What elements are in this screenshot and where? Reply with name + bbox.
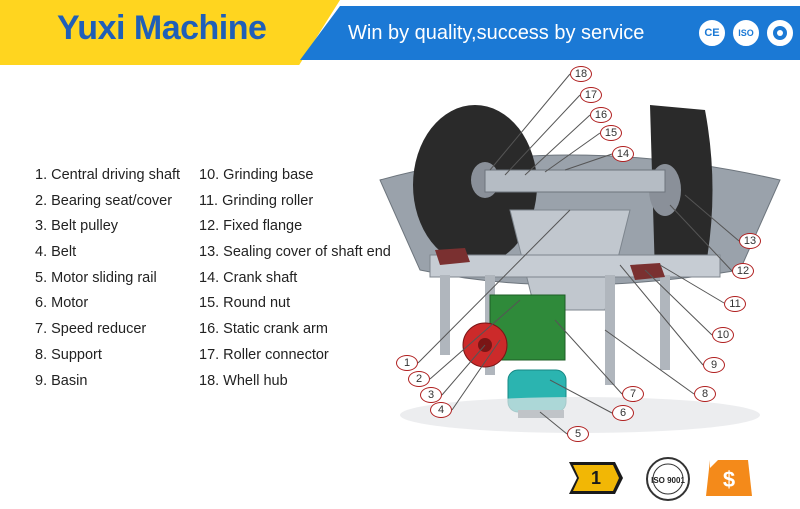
legend-item: 5. Motor sliding rail [35,269,157,286]
callout-3: 3 [420,387,442,403]
dollar-sign: $ [723,467,735,492]
callout-11: 11 [724,296,746,312]
callout-14: 14 [612,146,634,162]
warranty-number: 1 [591,468,601,488]
legend-item: 2. Bearing seat/cover [35,192,173,209]
legend-item: 12. Fixed flange [199,218,303,235]
legend-item: 4. Belt [35,244,77,261]
callout-13: 13 [739,233,761,249]
brand-title: Yuxi Machine [57,9,267,47]
legend-item: 6. Motor [35,295,89,312]
callout-8: 8 [694,386,716,402]
callout-4: 4 [430,402,452,418]
support-frame-shape [429,254,721,278]
legend-item: 10. Grinding base [199,167,314,183]
callout-7: 7 [622,386,644,402]
callout-10: 10 [712,327,734,343]
legend-item: 1. Central driving shaft [35,167,181,183]
support-leg [605,275,615,385]
iso9001-text: ISO 9001 [651,476,685,485]
parts-legend-left: 1. Central driving shaft 2. Bearing seat… [35,165,180,396]
support-leg [440,275,450,355]
legend-item: 18. Whell hub [199,372,288,389]
callout-5: 5 [567,426,589,442]
price-tag-dollar-icon: $ [704,456,754,507]
legend-item: 11. Grinding roller [199,192,314,209]
callout-15: 15 [600,125,622,141]
iso9001-cqc-seal-icon: ISO 9001 [640,456,696,507]
quality-seal-icon [765,18,795,48]
legend-item: 8. Support [35,346,102,363]
iso-icon: ISO [731,18,761,48]
pulley-hub-shape [478,338,492,352]
ce-mark-icon: CE [697,18,727,48]
grinding-base-pad [435,248,470,265]
parts-legend-right: 10. Grinding base 11. Grinding roller 12… [199,165,391,396]
slogan-text: Win by quality,success by service [348,22,645,44]
callout-18: 18 [570,66,592,82]
warranty-badge-icon: 1 [565,456,627,505]
callout-17: 17 [580,87,602,103]
legend-item: 17. Roller connector [199,346,329,363]
brand-banner [0,0,340,65]
callout-16: 16 [590,107,612,123]
callout-2: 2 [408,371,430,387]
legend-item: 9. Basin [35,372,88,389]
legend-item: 14. Crank shaft [199,269,298,286]
callout-6: 6 [612,405,634,421]
support-leg [660,275,670,370]
legend-item: 16. Static crank arm [199,321,328,338]
callout-9: 9 [703,357,725,373]
header-bar: Yuxi Machine Win by quality,success by s… [0,0,800,65]
crank-shaft-shape [484,169,666,193]
legend-item: 7. Speed reducer [35,321,147,338]
legend-item: 15. Round nut [199,295,291,312]
callout-12: 12 [732,263,754,279]
legend-item: 3. Belt pulley [35,218,119,235]
legend-item: 13. Sealing cover of shaft end [199,244,391,261]
callout-1: 1 [396,355,418,371]
grinding-base-pad [630,263,665,280]
